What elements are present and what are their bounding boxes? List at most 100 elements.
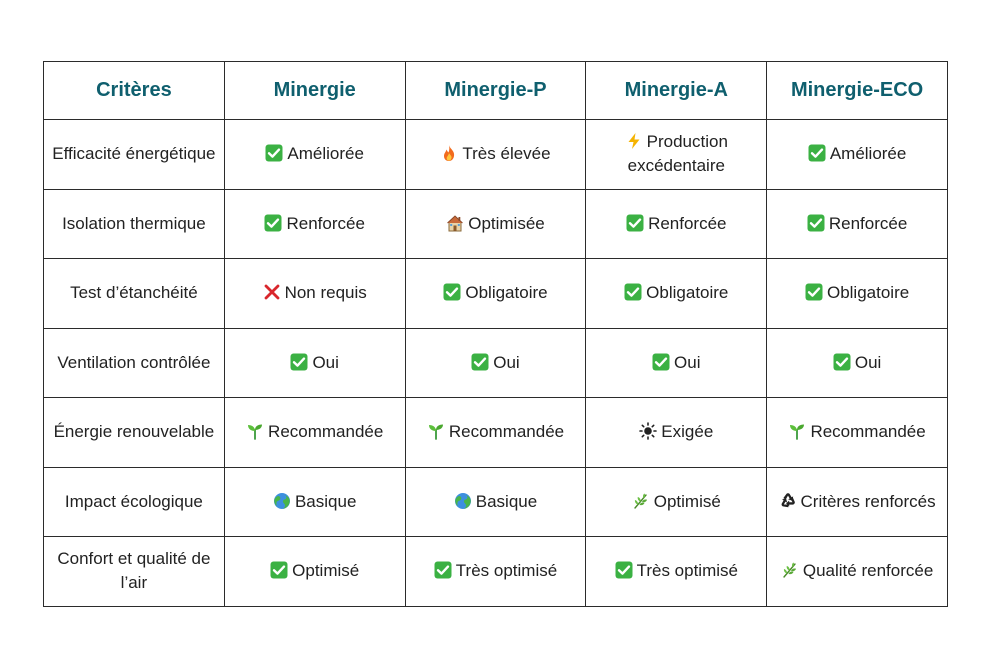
cell-content: Améliorée (808, 142, 906, 166)
cell-text: Très optimisé (636, 561, 738, 581)
cell-text: Non requis (284, 283, 367, 303)
cell-text: Optimisé (653, 491, 721, 511)
sun-icon (639, 422, 658, 441)
cell-content: Exigée (639, 420, 713, 444)
check-icon (626, 214, 644, 232)
row-label: Impact écologique (43, 466, 225, 537)
cell-text: Très optimisé (455, 561, 558, 581)
herb-icon (781, 561, 799, 579)
cell-text: Améliorée (287, 144, 364, 164)
check-icon (615, 561, 633, 579)
table-row: Test d’étanchéité Non requis Obligatoire Ob… (43, 258, 948, 329)
cell-content: Renforcée (264, 212, 365, 236)
table-cell: Très élevée (404, 119, 587, 190)
table-cell: Recommandée (766, 397, 948, 468)
cell-content: Obligatoire (624, 281, 728, 305)
cell-content: Non requis (263, 281, 367, 305)
table-cell: Renforcée (223, 188, 406, 259)
house-icon (446, 214, 464, 232)
cell-text: Oui (854, 352, 882, 372)
row-label: Test d’étanchéité (43, 258, 225, 329)
table-cell: Optimisée (404, 188, 587, 259)
comparison-table-wrapper: Critères Minergie Minergie-P Minergie-A … (43, 61, 948, 607)
cell-content: Oui (471, 351, 520, 375)
cell-text: Recommandée (448, 422, 565, 442)
check-icon (443, 283, 461, 301)
recycle-icon (779, 492, 797, 510)
cell-text: Optimisée (468, 213, 545, 233)
cell-text: Production excédentaire (627, 132, 728, 176)
cell-text: Obligatoire (826, 283, 910, 303)
cell-text: Recommandée (268, 422, 384, 442)
row-label: Efficacité énergétique (43, 119, 225, 190)
table-cell: Améliorée (223, 119, 406, 190)
table-row: Efficacité énergétique Améliorée Très élev… (43, 119, 948, 190)
check-icon (290, 353, 308, 371)
seedling-icon (427, 422, 445, 441)
table-cell: Oui (766, 327, 948, 398)
table-cell: Optimisé (585, 466, 768, 537)
cell-text: Oui (493, 352, 520, 372)
seedling-icon (246, 422, 264, 441)
table-cell: Oui (404, 327, 587, 398)
globe-icon (454, 492, 472, 510)
cell-content: Obligatoire (443, 281, 548, 305)
table-row: Ventilation contrôlée Oui Oui Oui Oui (43, 327, 948, 398)
table-cell: Qualité renforcée (766, 536, 948, 607)
cell-content: Très élevée (440, 142, 551, 166)
cell-text: Qualité renforcée (802, 561, 934, 581)
cell-content: Oui (833, 351, 881, 375)
table-cell: Très optimisé (404, 536, 587, 607)
check-icon (807, 214, 825, 232)
cell-text: Critères renforcés (800, 491, 936, 511)
herb-icon (632, 492, 650, 510)
cell-content: Optimisé (270, 559, 359, 583)
check-icon (808, 144, 826, 162)
table-cell: Production excédentaire (585, 119, 768, 190)
cell-text: Basique (294, 491, 357, 511)
table-body: Efficacité énergétique Améliorée Très élev… (43, 119, 948, 607)
lightning-icon (625, 132, 643, 150)
cell-content: Améliorée (265, 142, 364, 166)
fire-icon (440, 144, 458, 162)
table-cell: Critères renforcés (766, 466, 948, 537)
table-cell: Obligatoire (766, 258, 948, 329)
cell-content: Production excédentaire (590, 130, 762, 178)
cell-text: Très élevée (462, 144, 551, 164)
cell-content: Optimisé (632, 490, 721, 514)
table-cell: Optimisé (223, 536, 406, 607)
cell-text: Optimisé (292, 561, 360, 581)
header-minergie: Minergie (223, 61, 406, 120)
cell-content: Optimisée (446, 212, 545, 236)
check-icon (624, 283, 642, 301)
table-cell: Oui (223, 327, 406, 398)
check-icon (652, 353, 670, 371)
table-cell: Obligatoire (404, 258, 587, 329)
cell-text: Obligatoire (465, 283, 548, 303)
cell-text: Renforcée (286, 213, 365, 233)
check-icon (265, 144, 283, 162)
cell-content: Recommandée (427, 420, 564, 444)
cell-content: Oui (290, 351, 339, 375)
cell-text: Basique (475, 491, 538, 511)
cross-icon (263, 283, 281, 301)
check-icon (270, 561, 288, 579)
table-cell: Basique (404, 466, 587, 537)
check-icon (434, 561, 452, 579)
cell-text: Renforcée (648, 213, 727, 233)
row-label: Ventilation contrôlée (43, 327, 225, 398)
cell-content: Qualité renforcée (781, 559, 933, 583)
table-cell: Exigée (585, 397, 768, 468)
cell-content: Recommandée (788, 420, 926, 444)
table-cell: Très optimisé (585, 536, 768, 607)
globe-icon (273, 492, 291, 510)
header-criteres: Critères (43, 61, 225, 120)
header-minergie-eco: Minergie-ECO (766, 61, 948, 120)
check-icon (264, 214, 282, 232)
header-minergie-a: Minergie-A (585, 61, 768, 120)
cell-text: Oui (674, 352, 701, 372)
table-cell: Recommandée (223, 397, 406, 468)
